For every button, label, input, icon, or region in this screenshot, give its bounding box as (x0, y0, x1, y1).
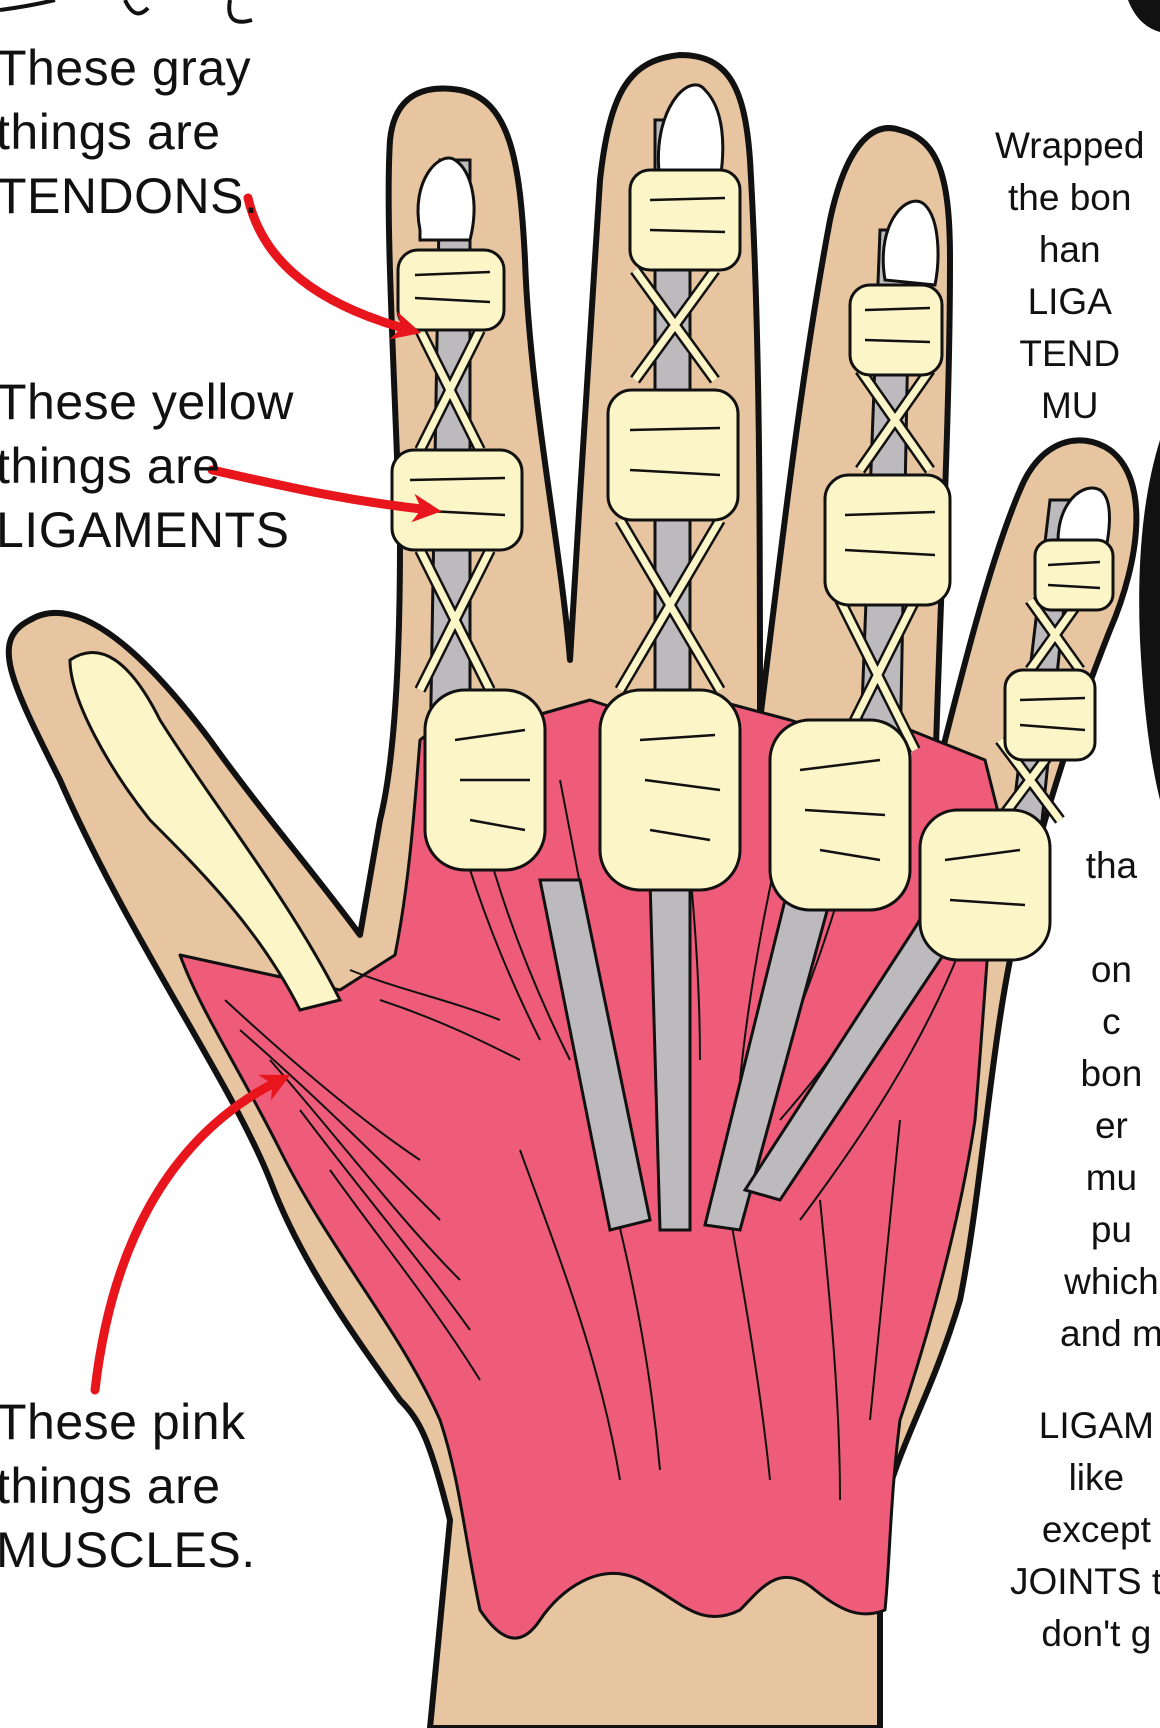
label-tendons-line-1: These gray (0, 36, 258, 100)
label-muscles-line-1: These pink (0, 1390, 256, 1454)
side-text-3-line-1: LIGAM (1010, 1400, 1160, 1452)
side-text-2-line-7: mu (1060, 1152, 1160, 1204)
side-text-3-line-2: like (1010, 1452, 1160, 1504)
side-text-2-line-1: tha (1060, 840, 1160, 892)
side-text-3-line-4: JOINTS to (1010, 1556, 1160, 1608)
side-text-3-line-3: except (1010, 1504, 1160, 1556)
label-tendons-line-2: things are (0, 100, 258, 164)
side-text-2-line-10: and m (1060, 1308, 1160, 1360)
label-tendons: These gray things are TENDONS. (0, 36, 258, 228)
label-muscles-line-2: things are (0, 1454, 256, 1518)
side-text-2-line-6: er (1060, 1100, 1160, 1152)
label-muscles: These pink things are MUSCLES. (0, 1390, 256, 1582)
arrow-tendons (248, 198, 410, 330)
side-text-2-line-4: c (1060, 996, 1160, 1048)
label-ligaments-line-2: things are (0, 434, 294, 498)
side-text-block-3: LIGAM like except JOINTS to don't g (1010, 1400, 1160, 1660)
side-text-2-line-9: which (1060, 1256, 1160, 1308)
side-text-2-line-3: on (1060, 944, 1160, 996)
label-ligaments-line-1: These yellow (0, 370, 294, 434)
corner-shape-right-2 (1139, 440, 1160, 800)
label-ligaments-line-3: LIGAMENTS (0, 498, 294, 562)
side-text-1-line-6: MU (995, 380, 1144, 432)
side-text-block-2: tha on c bon er mu pu which and m (1060, 840, 1160, 1360)
label-muscles-line-3: MUSCLES. (0, 1518, 256, 1582)
corner-shape-right (1128, 0, 1160, 32)
side-text-block-1: Wrapped the bon han LIGA TEND MU (995, 120, 1144, 432)
side-text-1-line-3: han (995, 224, 1144, 276)
label-tendons-line-3: TENDONS. (0, 164, 258, 228)
side-text-2-line-2 (1060, 892, 1160, 944)
side-text-1-line-4: LIGA (995, 276, 1144, 328)
side-text-2-line-5: bon (1060, 1048, 1160, 1100)
side-text-3-line-5: don't g (1010, 1608, 1160, 1660)
label-ligaments: These yellow things are LIGAMENTS (0, 370, 294, 562)
side-text-1-line-1: Wrapped (995, 120, 1144, 172)
side-text-2-line-8: pu (1060, 1204, 1160, 1256)
corner-doodle (0, 0, 252, 22)
side-text-1-line-2: the bon (995, 172, 1144, 224)
side-text-1-line-5: TEND (995, 328, 1144, 380)
